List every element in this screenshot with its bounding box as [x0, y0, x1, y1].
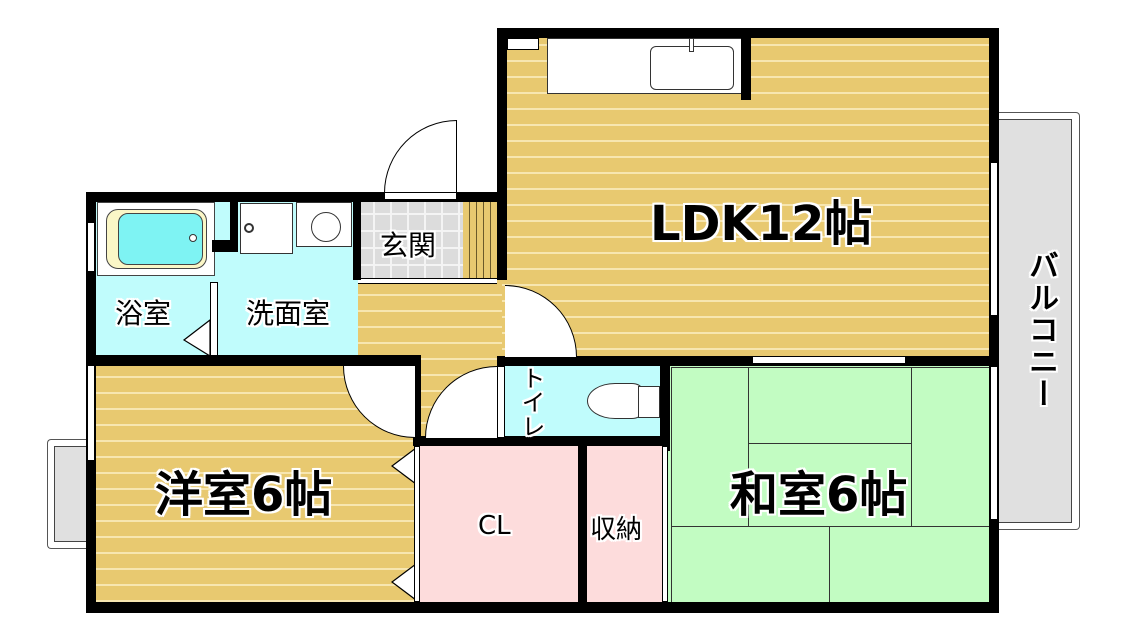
- balcony-right: [998, 119, 1072, 523]
- window-japanese-top: [752, 356, 906, 364]
- wall-closet-storage: [578, 436, 587, 612]
- bathtub-basin: [118, 213, 203, 265]
- room-storage: [582, 440, 664, 610]
- wall-bath-wash-2: [212, 240, 238, 252]
- window-bath-left: [87, 222, 95, 272]
- toilet-bowl: [587, 383, 643, 419]
- label-washroom: 洗面室: [246, 297, 331, 330]
- toilet-door-jamb: [497, 366, 505, 438]
- toilet-tank: [638, 386, 660, 418]
- label-toilet: トイレ: [517, 366, 545, 438]
- label-storage: 収納: [590, 515, 643, 545]
- wall-bottom: [86, 602, 999, 613]
- wall-top-bath: [86, 192, 504, 202]
- window-storage: [662, 446, 668, 602]
- tatami-5: [671, 526, 830, 604]
- front-door[interactable]: [384, 120, 457, 193]
- wall-bath-bottom: [86, 355, 421, 366]
- label-western: 洋室6帖: [155, 467, 333, 523]
- window-ldk-right: [990, 162, 998, 316]
- entrance-threshold: [358, 278, 497, 284]
- tatami-2: [748, 367, 912, 444]
- kitchen-sink: [650, 46, 734, 90]
- wall-right: [989, 28, 999, 612]
- room-entrance: [358, 198, 464, 278]
- fridge-space: [507, 38, 539, 50]
- tatami-4: [911, 367, 991, 527]
- faucet: [689, 38, 694, 52]
- kitchen-wall-stub: [741, 38, 751, 100]
- wall-bath-wash: [230, 192, 238, 252]
- bathtub-drain: [189, 234, 197, 242]
- wall-japanese-left: [664, 356, 670, 451]
- wall-top-ldk: [497, 28, 999, 38]
- entrance-step: [463, 198, 497, 278]
- tatami-6: [829, 526, 991, 604]
- front-door-opening: [384, 192, 457, 200]
- wall-wash-entrance: [353, 192, 361, 280]
- label-japanese: 和室6帖: [730, 467, 908, 523]
- washer-drain-icon: [244, 223, 254, 233]
- wall-ldk-bottom: [497, 356, 997, 366]
- label-entrance: 玄関: [380, 229, 437, 262]
- label-closet: CL: [478, 511, 511, 541]
- wall-ldk-left: [497, 28, 507, 280]
- closet-door-track: [414, 446, 420, 602]
- wall-closet-top: [413, 436, 668, 446]
- window-japanese-right: [990, 366, 998, 520]
- label-bath: 浴室: [115, 297, 172, 330]
- room-western: [88, 362, 420, 610]
- label-ldk: LDK12帖: [650, 196, 873, 252]
- room-japanese: [664, 362, 997, 610]
- wash-basin: [311, 212, 341, 242]
- room-closet: [420, 440, 582, 610]
- bath-folding-door-icon: [182, 318, 211, 358]
- room-ldk: [497, 30, 997, 366]
- balcony-label: バルコニー: [1023, 250, 1058, 410]
- wall-western-right: [413, 355, 421, 445]
- window-western-left: [87, 365, 95, 461]
